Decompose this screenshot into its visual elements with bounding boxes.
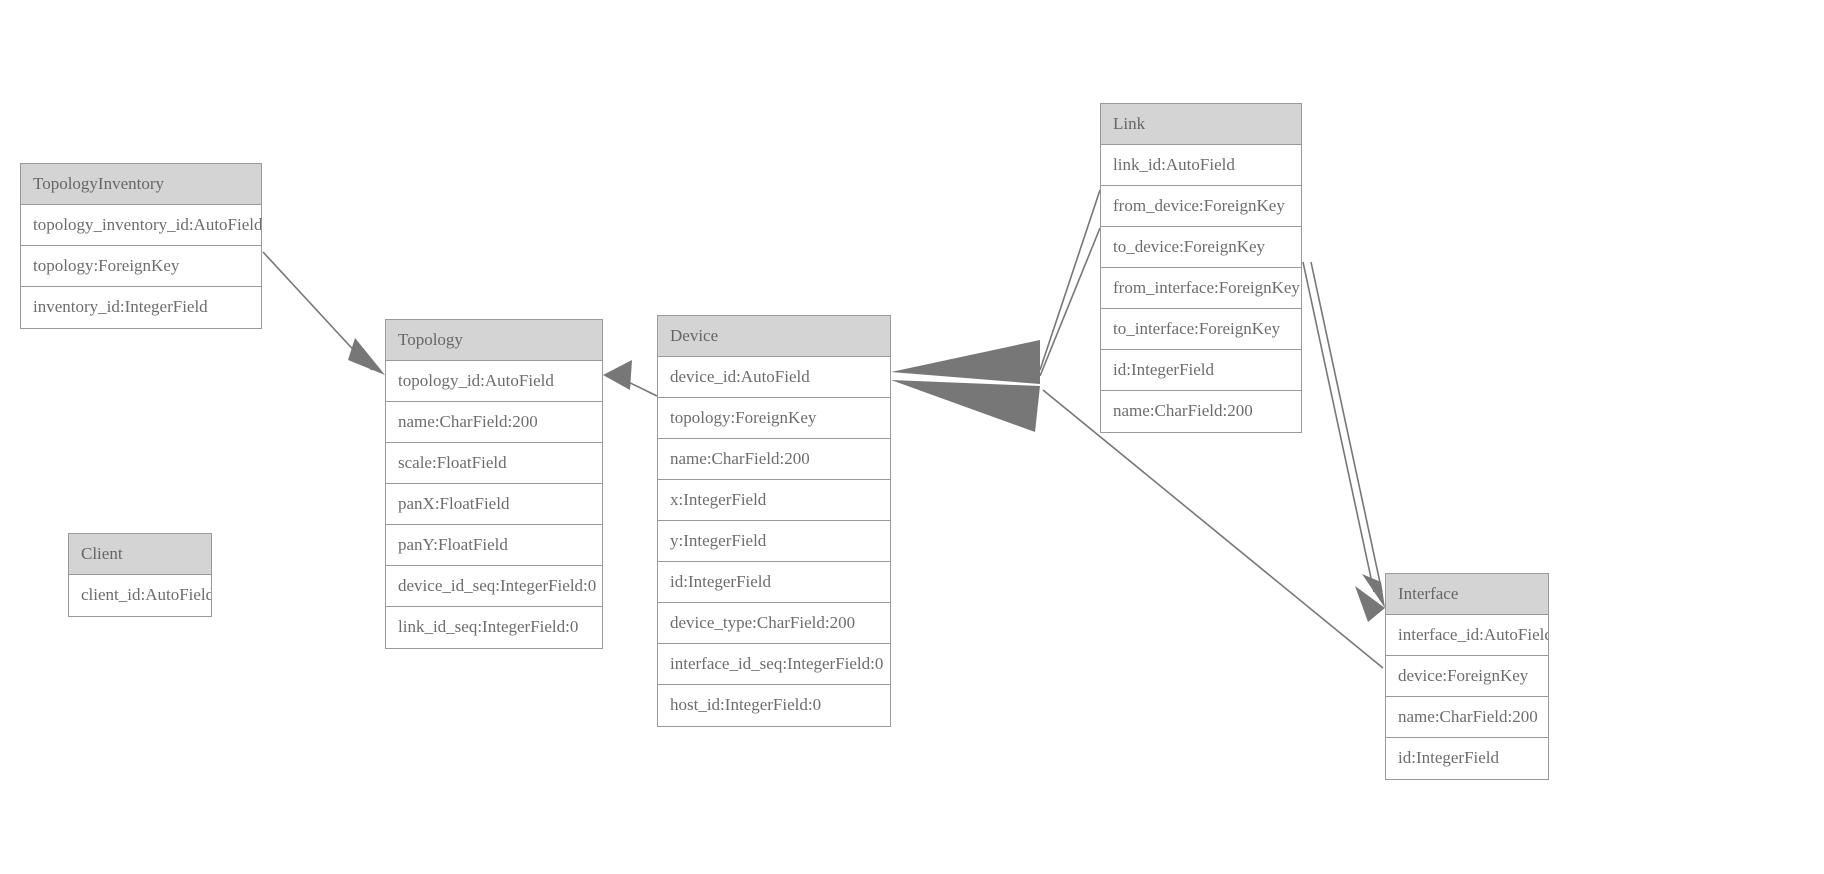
field-topology-scale: scale:FloatField	[386, 443, 602, 484]
field-topology-inventory-id: topology_inventory_id:AutoField	[21, 205, 261, 246]
edge-device-to-topology	[603, 360, 658, 397]
field-device-topology: topology:ForeignKey	[658, 398, 890, 439]
field-device-y: y:IntegerField	[658, 521, 890, 562]
field-topology-device-id-seq: device_id_seq:IntegerField:0	[386, 566, 602, 607]
entity-device[interactable]: Device device_id:AutoField topology:Fore…	[657, 315, 891, 727]
field-device-interface-id-seq: interface_id_seq:IntegerField:0	[658, 644, 890, 685]
edge-link-to-device-to-device	[1039, 227, 1101, 377]
field-topology-panx: panX:FloatField	[386, 484, 602, 525]
field-interface-id: interface_id:AutoField	[1386, 615, 1548, 656]
entity-title-topology: Topology	[386, 320, 602, 361]
entity-title-link: Link	[1101, 104, 1301, 145]
entity-title-interface: Interface	[1386, 574, 1548, 615]
field-topology-id: topology_id:AutoField	[386, 361, 602, 402]
field-link-to-interface: to_interface:ForeignKey	[1101, 309, 1301, 350]
field-inventory-id: inventory_id:IntegerField	[21, 287, 261, 328]
edge-link-from-device-to-device	[1039, 189, 1101, 371]
field-device-name: name:CharField:200	[658, 439, 890, 480]
field-device-x: x:IntegerField	[658, 480, 890, 521]
field-link-name: name:CharField:200	[1101, 391, 1301, 432]
entity-interface[interactable]: Interface interface_id:AutoField device:…	[1385, 573, 1549, 780]
entity-link[interactable]: Link link_id:AutoField from_device:Forei…	[1100, 103, 1302, 433]
field-interface-name: name:CharField:200	[1386, 697, 1548, 738]
entity-client[interactable]: Client client_id:AutoField	[68, 533, 212, 617]
field-interface-id-integer: id:IntegerField	[1386, 738, 1548, 779]
field-device-id-integer: id:IntegerField	[658, 562, 890, 603]
edge-link-from-interface-to-interface	[1302, 261, 1375, 593]
field-link-id: link_id:AutoField	[1101, 145, 1301, 186]
entity-topology[interactable]: Topology topology_id:AutoField name:Char…	[385, 319, 603, 649]
edge-link-to-interface-to-interface	[1310, 261, 1383, 593]
field-topology-pany: panY:FloatField	[386, 525, 602, 566]
entity-topologyinventory[interactable]: TopologyInventory topology_inventory_id:…	[20, 163, 262, 329]
field-interface-device: device:ForeignKey	[1386, 656, 1548, 697]
entity-title-topologyinventory: TopologyInventory	[21, 164, 261, 205]
arrowhead-into-device	[891, 340, 1040, 432]
entity-title-device: Device	[658, 316, 890, 357]
arrowhead-into-interface	[1355, 574, 1385, 622]
field-link-from-device: from_device:ForeignKey	[1101, 186, 1301, 227]
field-device-host-id: host_id:IntegerField:0	[658, 685, 890, 726]
field-link-to-device: to_device:ForeignKey	[1101, 227, 1301, 268]
field-device-id: device_id:AutoField	[658, 357, 890, 398]
field-client-id: client_id:AutoField	[69, 575, 211, 616]
field-link-id-integer: id:IntegerField	[1101, 350, 1301, 391]
field-device-type: device_type:CharField:200	[658, 603, 890, 644]
field-topology-foreignkey: topology:ForeignKey	[21, 246, 261, 287]
field-topology-link-id-seq: link_id_seq:IntegerField:0	[386, 607, 602, 648]
field-link-from-interface: from_interface:ForeignKey	[1101, 268, 1301, 309]
entity-title-client: Client	[69, 534, 211, 575]
edge-topologyinventory-to-topology	[262, 251, 385, 375]
field-topology-name: name:CharField:200	[386, 402, 602, 443]
